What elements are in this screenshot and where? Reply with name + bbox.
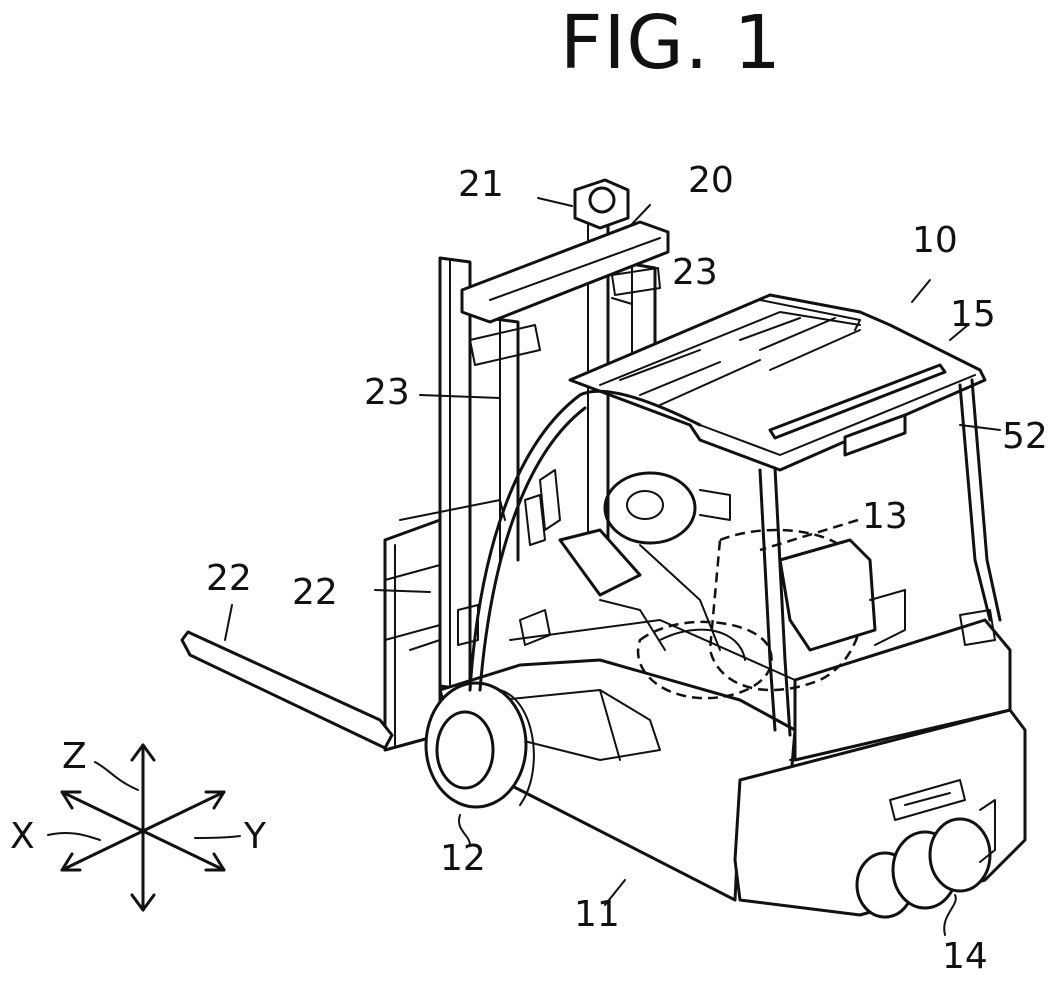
label-mast-post-right: 23 [672, 254, 718, 292]
figure-title: FIG. 1 [560, 4, 782, 82]
axis-label-x: X [10, 818, 35, 856]
label-fork-right: 22 [292, 574, 338, 612]
label-seat: 13 [862, 498, 908, 536]
mast [440, 180, 668, 690]
label-mast-post-left: 23 [364, 374, 410, 412]
fork-left [182, 632, 392, 748]
label-rear-wheels: 14 [942, 938, 988, 976]
label-head-guard: 15 [950, 296, 996, 334]
label-fork-left: 22 [206, 560, 252, 598]
axis-label-y: Y [244, 818, 266, 856]
label-display: 52 [1002, 418, 1048, 456]
label-front-wheel: 12 [440, 840, 486, 878]
label-lift-bracket: 21 [458, 166, 504, 204]
axis-label-z: Z [62, 738, 87, 776]
label-forklift: 10 [912, 222, 958, 260]
label-body: 11 [574, 896, 620, 934]
steering [520, 470, 730, 650]
label-mast: 20 [688, 162, 734, 200]
